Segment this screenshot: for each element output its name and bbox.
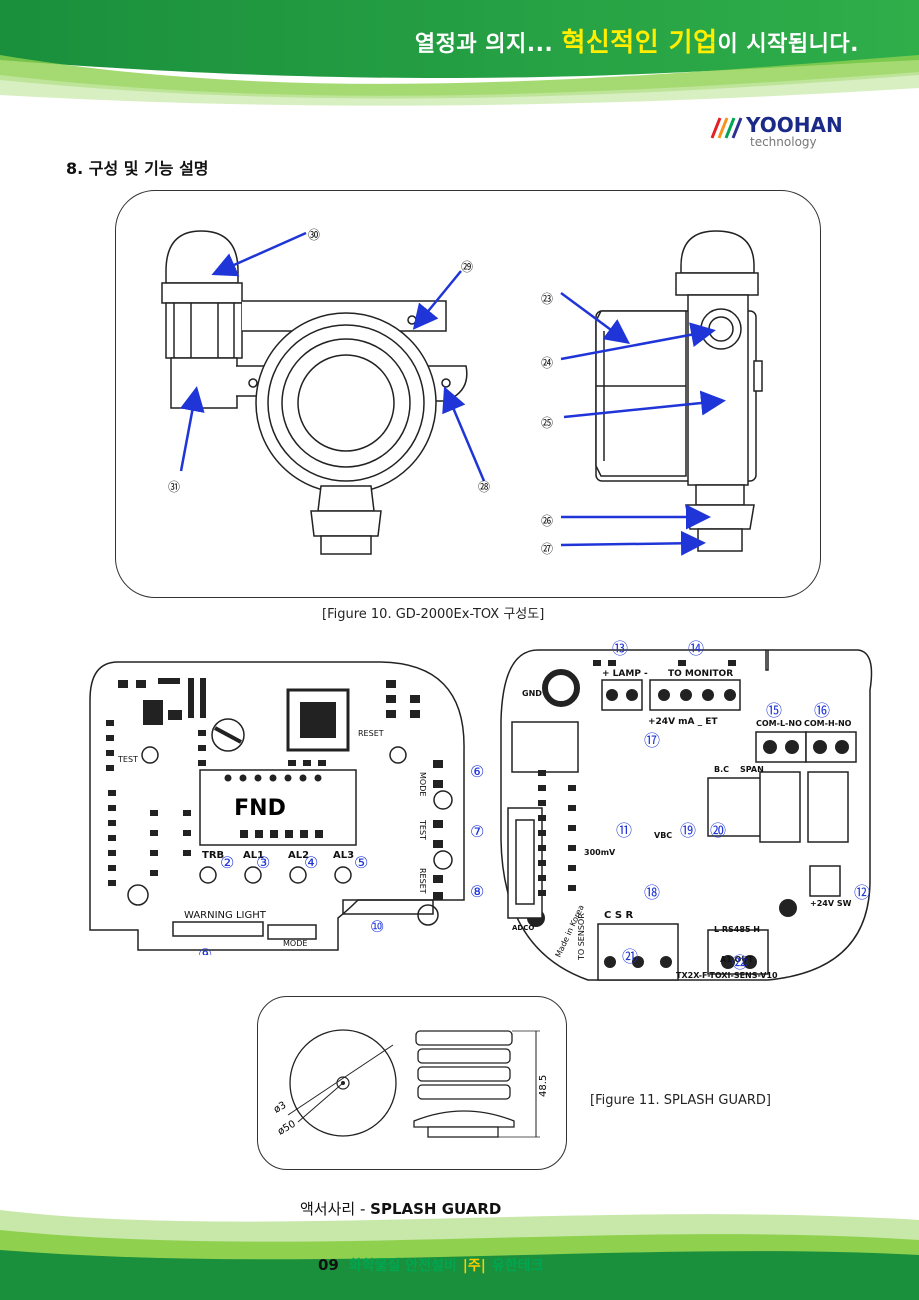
accessory-name: SPLASH GUARD — [370, 1200, 502, 1218]
footer-left: 화학물질 안전설비 — [348, 1258, 457, 1274]
span-label: SPAN — [740, 765, 764, 774]
callout-10: ⑩ — [370, 917, 384, 936]
callout-26: ㉖ — [541, 514, 553, 528]
callout-20: ⑳ — [710, 821, 726, 840]
al3-label: AL3 — [333, 850, 354, 861]
a1-out-label: A1 OUT — [720, 955, 754, 964]
logo-stripes-icon — [710, 117, 743, 139]
splash-guard-drawing: ø3 ø50 48.5 — [272, 1029, 549, 1138]
csr-label: C S R — [604, 910, 634, 921]
footer-text: 09 화학물질 안전설비 |주| 유한테크 — [318, 1255, 543, 1275]
callout-11: ⑪ — [616, 821, 632, 840]
detector-drawing: ㉚ ㉙ ㉛ ㉘ ㉓ ㉔ ㉕ ㉖ ㉗ — [161, 228, 763, 556]
warning-light-label: WARNING LIGHT — [184, 910, 267, 921]
callout-5: ⑤ — [354, 853, 368, 872]
callout-6b: ⑥ — [470, 762, 484, 781]
callout-8b: ⑧ — [470, 882, 484, 901]
callout-19: ⑲ — [680, 821, 696, 840]
dim-small: ø3 — [272, 1100, 288, 1116]
tagline-prefix: 열정과 의지... — [414, 32, 562, 57]
callout-24: ㉔ — [541, 356, 553, 370]
test-label: TEST — [117, 755, 138, 764]
rs485-label: L RS485 H — [714, 925, 760, 934]
trb-label: TRB — [202, 850, 224, 861]
test-label-2: TEST — [418, 819, 427, 840]
gnd-label: GND — [522, 689, 542, 698]
fnd-label: FND — [234, 796, 286, 821]
dim-height: 48.5 — [538, 1075, 549, 1097]
footer-banner — [0, 1210, 919, 1300]
callout-12: ⑫ — [854, 883, 870, 902]
callout-2: ② — [220, 853, 234, 872]
callout-16: ⑯ — [814, 701, 830, 720]
com-h-label: COM-H-NO — [804, 719, 852, 728]
logo-sub: technology — [750, 135, 817, 149]
callout-17: ⑰ — [644, 731, 660, 750]
mode-label-2: MODE — [283, 939, 307, 948]
reset-label-1: RESET — [358, 729, 384, 738]
footer-bar: |주| — [462, 1258, 486, 1274]
callout-25: ㉕ — [541, 416, 553, 430]
adco-label: ADCO — [512, 924, 534, 932]
accessory-title: 액서사리 - SPLASH GUARD — [300, 1198, 501, 1219]
callout-14: ⑭ — [688, 640, 704, 658]
monitor-label: TO MONITOR — [668, 669, 733, 679]
com-l-label: COM-L-NO — [756, 719, 802, 728]
section-title: 8. 구성 및 기능 설명 — [66, 159, 209, 178]
header-tagline: 열정과 의지... 혁신적인 기업이 시작됩니다. — [415, 22, 859, 59]
left-pcb: FND TRB AL1 AL2 AL3 WARNING LIGHT RESET … — [89, 661, 465, 955]
figure10-caption: [Figure 10. GD-2000Ex-TOX 구성도] — [322, 607, 545, 622]
right-pcb: + LAMP - TO MONITOR +24V mA _ ET COM-L-N… — [500, 640, 873, 981]
reset-label-2: RESET — [418, 868, 427, 894]
tagline-highlight: 혁신적인 기업 — [561, 28, 718, 58]
callout-7b: ⑦ — [470, 822, 484, 841]
model-label: TX2X-F-TOXI-SENS-V10 — [676, 971, 778, 980]
header-banner — [0, 0, 919, 106]
callout-4: ④ — [304, 853, 318, 872]
page-number: 09 — [318, 1256, 339, 1274]
yoohan-logo: YOOHAN technology — [710, 113, 843, 149]
bc-label: B.C — [714, 765, 729, 774]
callout-30: ㉚ — [308, 228, 320, 242]
dim-large: ø50 — [276, 1119, 298, 1138]
figure11-caption: [Figure 11. SPLASH GUARD] — [590, 1093, 771, 1108]
callout-27: ㉗ — [541, 542, 553, 556]
logo-brand: YOOHAN — [745, 113, 843, 137]
tagline-suffix: 이 시작됩니다. — [717, 32, 859, 57]
to-sensor-label: TO SENSOR — [577, 913, 586, 961]
mv-label: 300mV — [584, 848, 616, 857]
callout-29: ㉙ — [461, 260, 473, 274]
sw-label: +24V SW — [810, 899, 852, 908]
callout-22: ㉒ — [732, 953, 748, 972]
al1-label: AL1 — [243, 850, 264, 861]
callout-13: ⑬ — [612, 640, 628, 658]
mode-label: MODE — [418, 772, 427, 796]
lamp-label: + LAMP - — [602, 669, 648, 679]
callout-23: ㉓ — [541, 292, 553, 306]
al2-label: AL2 — [288, 850, 309, 861]
callout-15: ⑮ — [766, 701, 782, 720]
vbc-label: VBC — [654, 831, 672, 840]
figure11-frame: ø3 ø50 48.5 — [257, 996, 567, 1170]
callout-28: ㉘ — [478, 480, 490, 494]
accessory-prefix: 액서사리 - — [300, 1200, 371, 1218]
current-label: +24V mA _ ET — [648, 717, 718, 727]
left-pcb-side-callouts: ⑥ ⑦ ⑧ — [470, 762, 484, 901]
callout-9: ⑨ — [198, 945, 212, 955]
callout-31: ㉛ — [168, 480, 180, 494]
footer-right: 유한테크 — [491, 1258, 544, 1274]
callout-18: ⑱ — [644, 883, 660, 902]
callout-21: ㉑ — [622, 947, 638, 966]
callout-3: ③ — [256, 853, 270, 872]
figure10-frame: ㉚ ㉙ ㉛ ㉘ ㉓ ㉔ ㉕ ㉖ ㉗ — [115, 190, 821, 598]
